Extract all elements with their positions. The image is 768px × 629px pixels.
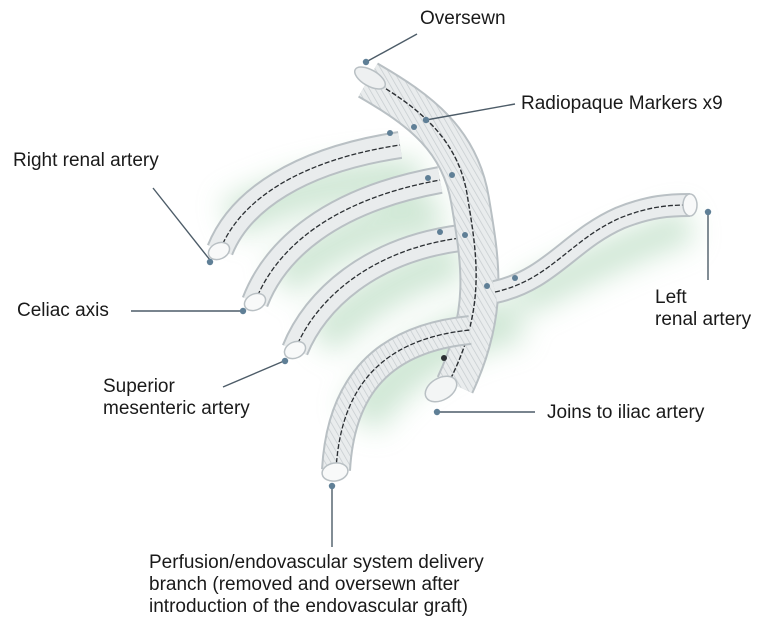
label-superior-mesenteric-artery: Superior mesenteric artery — [103, 376, 250, 420]
marker-dot — [425, 175, 431, 181]
marker-dot — [441, 355, 447, 361]
label-celiac-axis: Celiac axis — [17, 300, 109, 322]
marker-dot — [484, 283, 490, 289]
marker-dot — [411, 124, 417, 130]
marker-dot — [512, 275, 518, 281]
label-radiopaque-markers: Radiopaque Markers x9 — [521, 93, 723, 115]
label-right-renal-artery: Right renal artery — [13, 150, 159, 172]
label-oversewn: Oversewn — [420, 8, 506, 30]
marker-dot — [449, 172, 455, 178]
label-joins-to-iliac-artery: Joins to iliac artery — [547, 402, 704, 424]
marker-dot — [437, 229, 443, 235]
leader-right-renal — [153, 188, 210, 260]
label-perfusion-branch: Perfusion/endovascular system delivery b… — [149, 552, 484, 618]
leader-oversewn — [366, 34, 417, 62]
marker-dot — [387, 130, 393, 136]
marker-dot — [462, 232, 468, 238]
label-left-renal-artery: Left renal artery — [655, 287, 751, 331]
